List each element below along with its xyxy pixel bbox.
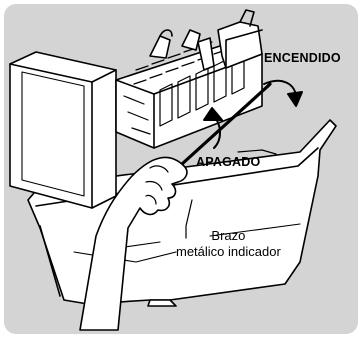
- off-arrow: [203, 107, 223, 149]
- label-arm: Brazo metálico indicador: [176, 228, 281, 260]
- label-arm-line2: metálico indicador: [176, 244, 281, 259]
- hand: [79, 156, 188, 331]
- label-on: ENCENDIDO: [264, 51, 341, 65]
- signal-arm: [180, 82, 272, 166]
- label-arm-line1: Brazo: [211, 228, 246, 243]
- control-housing: [9, 51, 117, 209]
- fill-cup: [197, 9, 263, 71]
- off-leader-line: [237, 149, 277, 155]
- arm-leader-line: [185, 199, 193, 239]
- on-arrow: [263, 79, 303, 107]
- label-off: APAGADO: [196, 155, 261, 169]
